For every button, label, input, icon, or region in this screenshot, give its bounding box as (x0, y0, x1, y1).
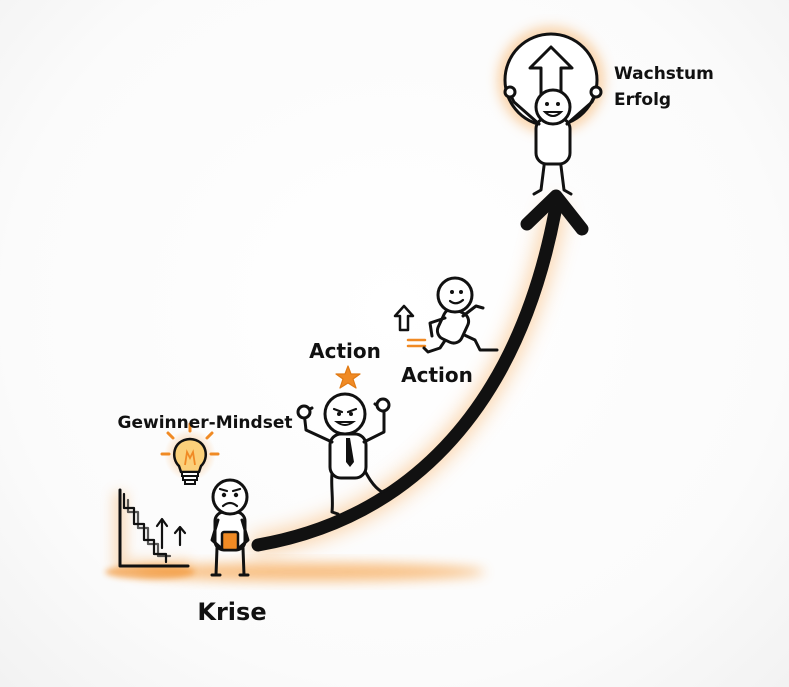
action-label-2: Action (401, 363, 473, 387)
star-icon (335, 365, 361, 389)
declining-stairs-icon (113, 488, 190, 573)
running-figure (393, 276, 499, 354)
light-bulb-icon (160, 422, 220, 485)
mindset-label: Gewinner-Mindset (118, 413, 293, 433)
goal-label-line2: Erfolg (614, 90, 671, 110)
action-label-1: Action (309, 339, 381, 363)
growth-arrow (249, 189, 589, 554)
determined-figure (296, 392, 391, 516)
crisis-label: Krise (197, 598, 266, 626)
sad-figure (210, 478, 250, 577)
victory-figure (503, 85, 603, 196)
goal-label-line1: Wachstum (614, 64, 714, 84)
